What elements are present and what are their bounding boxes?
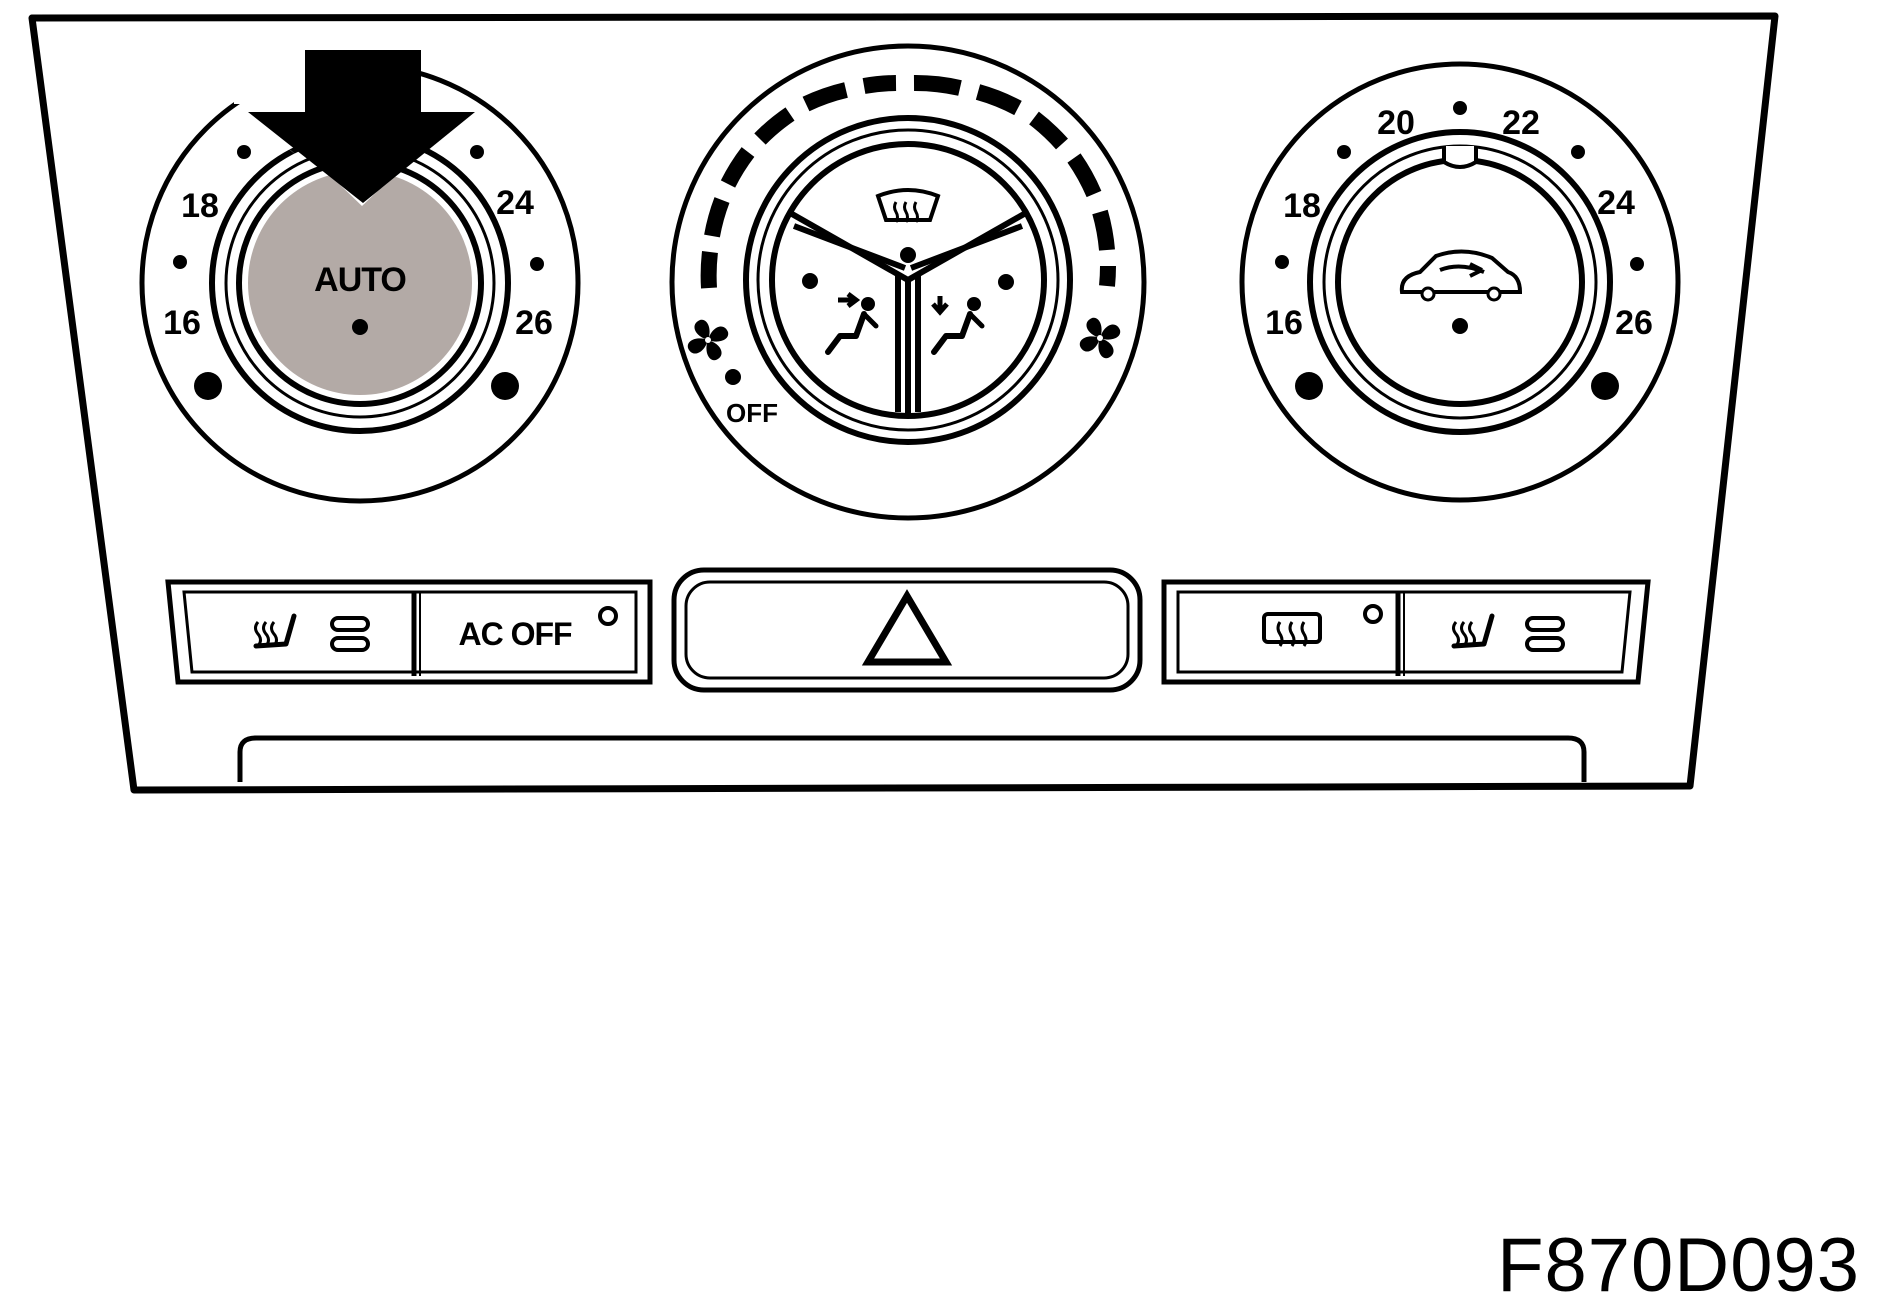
temp-label-24: 24 (496, 184, 534, 222)
cold-end-dot (194, 372, 222, 400)
scale-dot (173, 255, 187, 269)
temp-label-26: 26 (1615, 304, 1653, 342)
fan-off-label: OFF (726, 398, 778, 428)
floor-vent-mode-icon[interactable] (933, 274, 1014, 352)
rear-defrost-icon (1262, 612, 1322, 647)
temp-label-18: 18 (181, 187, 219, 225)
scale-dot (530, 257, 544, 271)
temp-label-20: 20 (1377, 104, 1415, 142)
fan-speed-knob[interactable]: OFF (669, 43, 1147, 521)
scale-dot (237, 145, 251, 159)
hazard-warning-button[interactable] (671, 567, 1143, 693)
fan-speed-segments (700, 74, 1117, 289)
temp-label-26: 26 (515, 304, 553, 342)
cold-end-dot (1295, 372, 1323, 400)
knob-pointer-dot (352, 319, 368, 335)
mode-dividers (790, 211, 1026, 414)
recirculation-icon[interactable] (1399, 249, 1523, 302)
scale-dot (1337, 145, 1351, 159)
temp-label-24: 24 (1597, 184, 1635, 222)
ac-off-button[interactable]: AC OFF (458, 606, 618, 652)
ac-off-label: AC OFF (458, 616, 572, 652)
knob-pointer (1442, 146, 1478, 169)
hazard-triangle-icon (861, 589, 953, 666)
scale-dot (1630, 257, 1644, 271)
auto-label: AUTO (314, 261, 406, 299)
hot-end-dot (1591, 372, 1619, 400)
right-temperature-knob[interactable]: 20 22 18 16 24 26 (1239, 61, 1681, 503)
ac-indicator-light (598, 606, 618, 626)
temp-label-16: 16 (163, 304, 201, 342)
storage-slot (237, 735, 1587, 782)
temp-label-22: 22 (1502, 104, 1540, 142)
face-vent-mode-icon[interactable] (802, 273, 876, 352)
rear-defrost-indicator-light (1363, 604, 1383, 624)
windscreen-defrost-mode-icon[interactable] (875, 188, 941, 223)
right-button-group (1161, 579, 1651, 685)
scale-dot (470, 145, 484, 159)
temp-label-16: 16 (1265, 304, 1303, 342)
scale-dot (1275, 255, 1289, 269)
figure-code: F870D093 (1497, 1223, 1860, 1308)
press-arrow (234, 50, 475, 206)
left-temperature-knob[interactable]: AUTO 18 16 24 26 (139, 62, 581, 504)
scale-dot (1453, 101, 1467, 115)
left-button-group (165, 579, 653, 685)
temp-label-18: 18 (1283, 187, 1321, 225)
off-dot (725, 369, 741, 385)
rear-window-defrost-button[interactable] (1262, 604, 1383, 647)
hot-end-dot (491, 372, 519, 400)
scale-dot (1571, 145, 1585, 159)
mode-dot (900, 247, 916, 263)
knob-pointer-dot (1452, 318, 1468, 334)
auto-button[interactable] (248, 171, 472, 395)
